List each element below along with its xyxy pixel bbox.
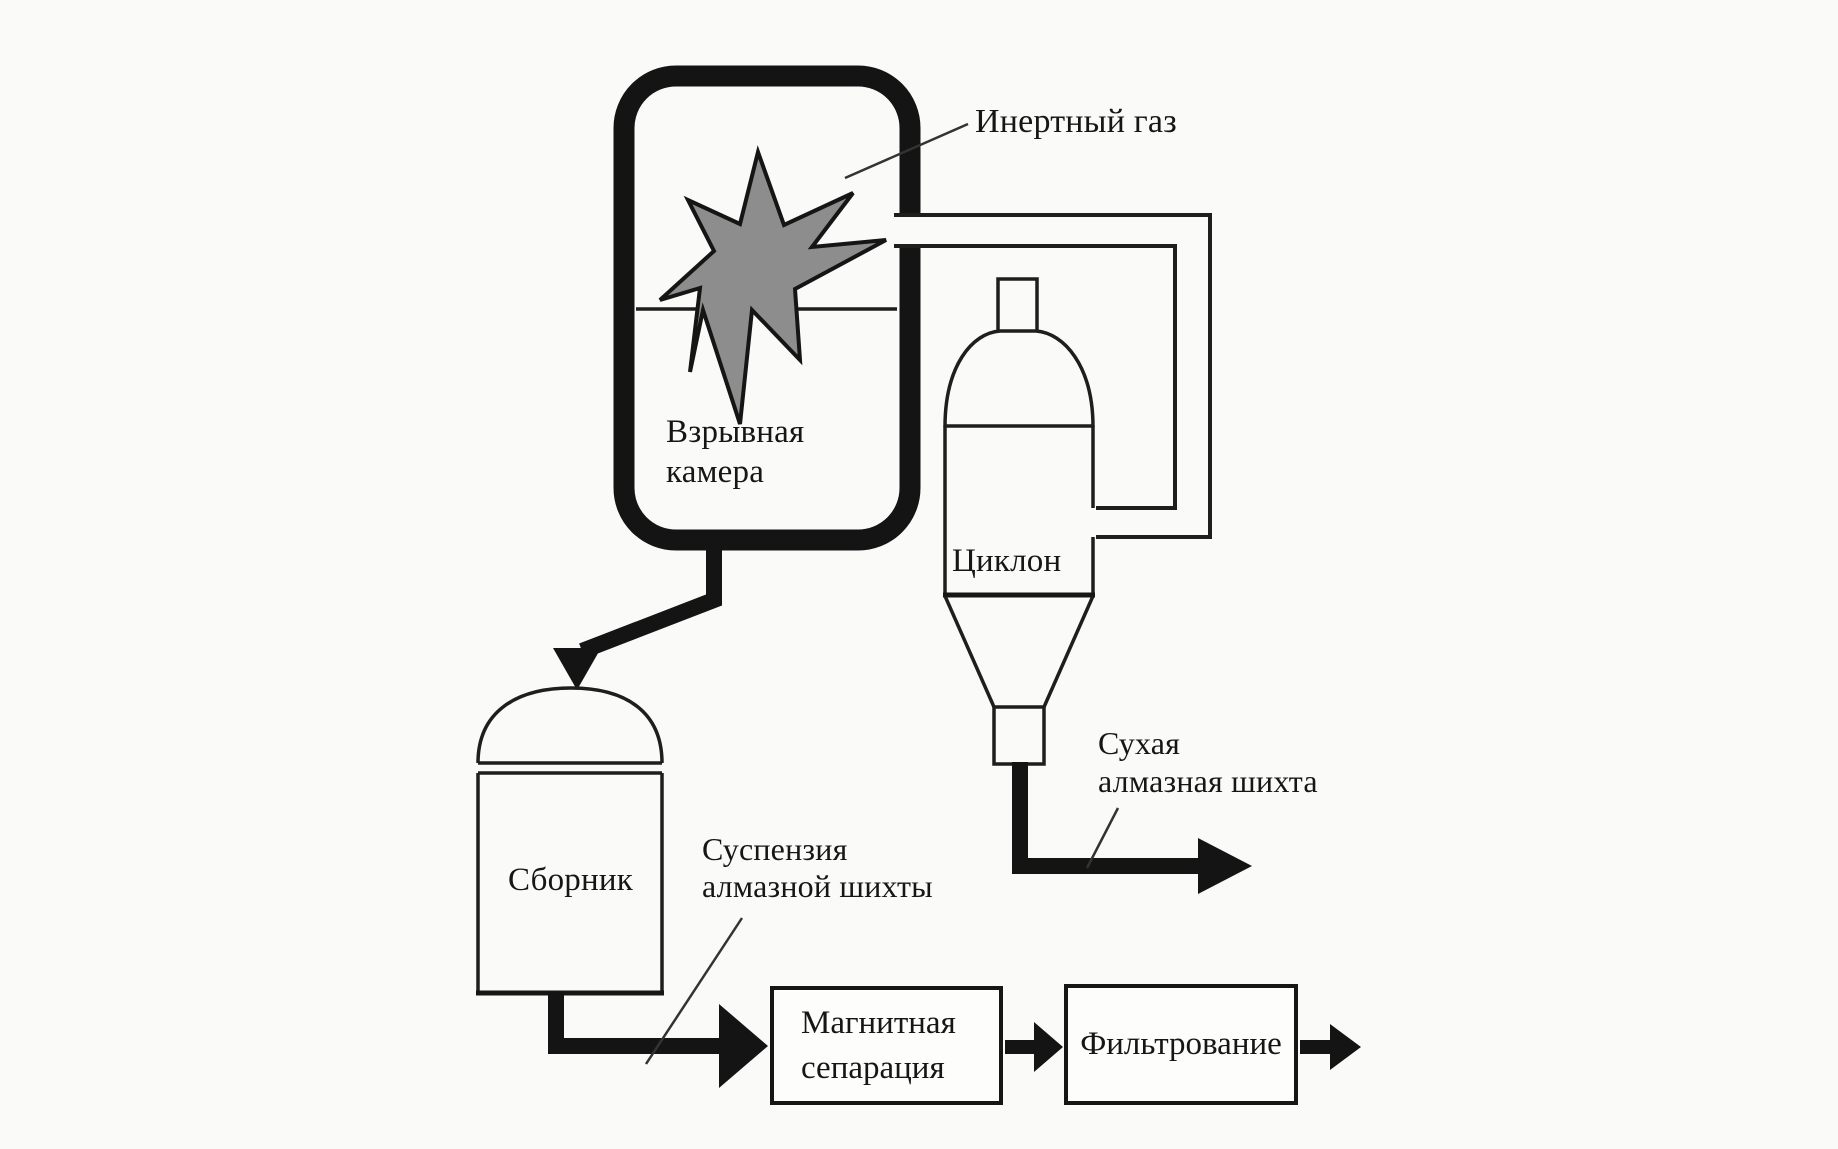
inert-gas-label: Инертный газ (975, 103, 1177, 140)
dry-charge-label: Сухая алмазная шихта (1098, 725, 1318, 799)
cyclone-cone-left (943, 595, 996, 708)
explosion-star-icon (658, 145, 887, 425)
filtration-label: Фильтрование (1080, 1026, 1282, 1062)
chamber-wall-opening (891, 217, 927, 244)
suspension-label: Суспензия алмазной шихты (702, 831, 933, 904)
inert-gas-leader-line (844, 122, 969, 180)
recycle-duct-outer-line (894, 213, 1212, 539)
collector-dome (476, 686, 664, 764)
magnetic-to-filtration-arrowhead (1034, 1022, 1063, 1072)
cyclone-outlet-box (992, 705, 1046, 766)
cyclone-neck (996, 277, 1039, 332)
chamber-outlet-flow-line (579, 548, 722, 659)
cyclone-cone-right (1042, 595, 1095, 708)
dry-charge-arrowhead (1198, 838, 1252, 894)
dry-charge-leader-line (1085, 807, 1120, 869)
collector-inlet-arrowhead (553, 648, 601, 690)
cyclone-label: Циклон (952, 543, 1062, 579)
filtration-box: Фильтрование (1064, 984, 1298, 1105)
explosion-chamber-label: Взрывная камера (666, 414, 805, 490)
filtration-exit-arrowhead (1330, 1024, 1361, 1070)
explosion-chamber-outline (613, 65, 921, 551)
suspension-flow-line (548, 992, 720, 1054)
dry-charge-flow-line (1012, 762, 1200, 874)
cyclone-dome (943, 329, 1095, 428)
magnetic-separation-label: Магнитная сепарация (801, 1004, 956, 1086)
magnetic-separation-box: Магнитная сепарация (770, 986, 1003, 1105)
recycle-duct-inner-line (894, 244, 1177, 510)
magnetic-inlet-arrowhead (719, 1004, 768, 1088)
collector-label: Сборник (508, 862, 633, 898)
suspension-leader-line (644, 917, 744, 1065)
